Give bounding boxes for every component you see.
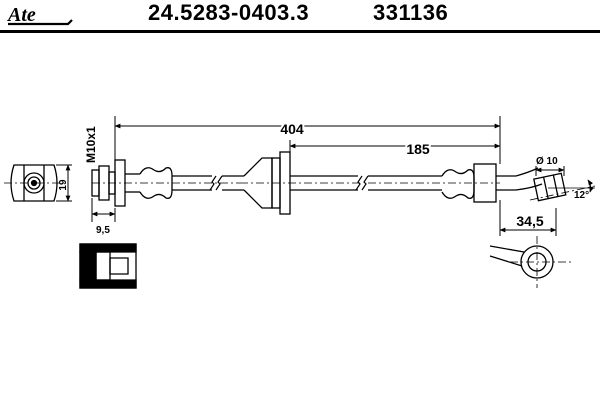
dim-34-5-label: 34,5 xyxy=(516,213,543,229)
break-mark-left xyxy=(209,175,223,191)
dim-dia-label: Ø 10 xyxy=(536,156,558,167)
dim-9-5-label: 9,5 xyxy=(96,225,110,236)
end-view-hex xyxy=(4,164,64,202)
svg-text:Ate: Ate xyxy=(6,4,36,26)
section-view xyxy=(79,243,137,289)
dim-angle-label: 12° xyxy=(574,190,589,201)
dim-185-line xyxy=(289,140,501,152)
dim-404-line xyxy=(114,116,501,164)
dim-19-label: 19 xyxy=(58,179,69,191)
dim-404-label: 404 xyxy=(280,121,304,137)
reference-number: 331136 xyxy=(373,0,449,25)
dim-19-line xyxy=(56,164,72,202)
dim-185-label: 185 xyxy=(406,141,430,157)
part-number: 24.5283-0403.3 xyxy=(148,0,310,25)
thread-label: M10x1 xyxy=(84,126,98,163)
dim-34-5-line xyxy=(499,200,557,236)
brake-hose-drawing: 19 M10x1 9,5 xyxy=(4,116,596,289)
dim-angle-arc xyxy=(587,179,594,193)
dim-dia-line xyxy=(535,166,565,176)
dim-9-5-line xyxy=(91,198,116,222)
banjo-head xyxy=(533,172,567,202)
header-divider xyxy=(0,30,600,33)
banjo-eye-view xyxy=(489,236,572,288)
header-bar: Ate 24.5283-0403.3 331136 xyxy=(0,0,600,30)
ate-logo: Ate xyxy=(6,4,73,26)
break-mark-right xyxy=(355,175,369,191)
